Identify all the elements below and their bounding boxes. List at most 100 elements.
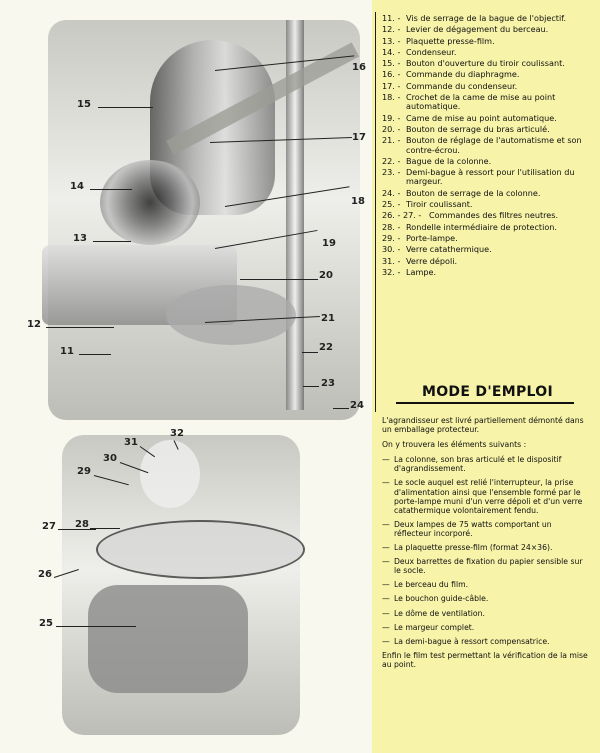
legend-label: Verre catathermique. (406, 244, 492, 255)
title-underline (396, 402, 574, 404)
legend-item: 16. - Commande du diaphragme. (382, 69, 588, 80)
legend-item: 23. - Demi-bague à ressort pour l'utilisa… (382, 168, 588, 187)
callout-32: 32 (170, 428, 184, 439)
legend-number: 23. - (382, 167, 401, 178)
legend-number: 14. - (382, 46, 401, 57)
bullet-item: —Le margeur complet. (382, 623, 588, 632)
legend-number: 28. - (382, 221, 401, 232)
base-assembly (88, 585, 248, 693)
bullet-item: —Deux barrettes de fixation du papier se… (382, 557, 588, 575)
text-panel (372, 0, 600, 753)
legend-label: Commande du diaphragme. (406, 69, 520, 80)
leader-20 (240, 279, 318, 280)
legend-number: 19. - (382, 112, 401, 123)
mode-emploi-title: MODE D'EMPLOI (422, 384, 553, 400)
bullet-item: —La colonne, son bras articulé et le dis… (382, 455, 588, 473)
callout-12: 12 (27, 319, 41, 330)
callout-22: 22 (319, 342, 333, 353)
callout-26: 26 (38, 569, 52, 580)
legend-label: Vis de serrage de la bague de l'objectif… (406, 13, 567, 23)
legend-label: Commandes des filtres neutres. (429, 210, 559, 221)
callout-17: 17 (352, 132, 366, 143)
legend-number: 24. - (382, 187, 401, 198)
bullet-text: Le bouchon guide-câble. (394, 594, 489, 604)
leader-27 (58, 529, 96, 530)
bullet-dash: — (382, 478, 390, 488)
bullet-item: —Le socle auquel est relié l'interrupteu… (382, 478, 588, 514)
leader-12 (46, 327, 114, 328)
callout-15: 15 (77, 99, 91, 110)
condenser-lens (100, 160, 200, 245)
leader-11 (79, 354, 111, 355)
legend-number: 29. - (382, 232, 401, 243)
legend-label: Bague de la colonne. (406, 155, 492, 166)
legend-item: 22. -Bague de la colonne. (382, 155, 588, 166)
leader-28 (90, 528, 120, 529)
legend-number: 26. - 27. - (382, 210, 422, 221)
callout-27: 27 (42, 521, 56, 532)
leader-24 (333, 408, 349, 409)
legend-label: Commande du condenseur. (406, 80, 518, 91)
legend-number: 30. - (382, 244, 401, 255)
legend-number: 12. - (382, 24, 401, 35)
callout-24: 24 (350, 400, 364, 411)
legend-number: 13. - (382, 35, 401, 46)
bullet-item: —La demi-bague à ressort compensatrice. (382, 637, 588, 646)
legend-number: 16. - (382, 69, 401, 80)
callout-13: 13 (73, 233, 87, 244)
parts-legend: 11. - Vis de serrage de la bague de l'obj… (382, 13, 588, 279)
bullet-text: Deux barrettes de fixation du papier sen… (394, 557, 583, 576)
legend-label: Demi-bague à ressort pour l'utilisation … (406, 167, 575, 187)
closing-paragraph: Enfin le film test permettant la vérific… (382, 650, 588, 669)
legend-label: Condenseur. (406, 46, 457, 57)
legend-number: 25. - (382, 199, 401, 210)
legend-label: Bouton d'ouverture du tiroir coulissant. (406, 58, 565, 69)
bullet-dash: — (382, 622, 390, 632)
legend-item: 30. - Verre catathermique. (382, 244, 588, 255)
legend-item: 24. - Bouton de serrage de la colonne. (382, 187, 588, 198)
bullet-dash: — (382, 636, 390, 646)
callout-23: 23 (321, 378, 335, 389)
leader-22 (302, 352, 318, 353)
callout-21: 21 (321, 313, 335, 324)
bullet-dash: — (382, 580, 390, 590)
bullet-item: —Deux lampes de 75 watts comportant un r… (382, 520, 588, 538)
legend-item: 14. - Condenseur. (382, 46, 588, 57)
legend-item: 32. -Lampe. (382, 267, 588, 277)
legend-number: 18. - (382, 92, 401, 103)
bullet-text: La colonne, son bras articulé et le disp… (394, 455, 562, 474)
legend-item: 28. -Rondelle intermédiaire de protectio… (382, 221, 588, 232)
lamp-housing-ring (96, 520, 305, 579)
bullet-item: —Le berceau du film. (382, 580, 588, 589)
legend-number: 15. - (382, 58, 401, 69)
legend-number: 11. - (382, 13, 401, 23)
legend-label: Bouton de réglage de l'automatisme et so… (406, 135, 582, 155)
callout-31: 31 (124, 437, 138, 448)
legend-label: Bouton de serrage de la colonne. (406, 187, 541, 198)
leader-13 (93, 241, 131, 242)
legend-item: 17. -Commande du condenseur. (382, 80, 588, 91)
callout-20: 20 (319, 270, 333, 281)
legend-label: Bouton de serrage du bras articulé. (406, 123, 550, 134)
callout-18: 18 (351, 196, 365, 207)
legend-item: 29. - Porte-lampe. (382, 232, 588, 243)
drawer-mechanism (166, 285, 296, 345)
callout-28: 28 (75, 519, 89, 530)
legend-item: 19. -Came de mise au point automatique. (382, 112, 588, 123)
legend-item: 21. - Bouton de réglage de l'automatisme … (382, 136, 588, 155)
callout-16: 16 (352, 62, 366, 73)
intro-paragraph-2: On y trouvera les éléments suivants : (382, 440, 527, 450)
legend-label: Levier de dégagement du berceau. (406, 24, 549, 35)
callout-14: 14 (70, 181, 84, 192)
callout-29: 29 (77, 466, 91, 477)
callout-25: 25 (39, 618, 53, 629)
legend-item: 20. -Bouton de serrage du bras articulé. (382, 123, 588, 134)
legend-label: Porte-lampe. (406, 232, 458, 243)
bullet-dash: — (382, 594, 390, 604)
bullet-dash: — (382, 519, 390, 529)
legend-number: 21. - (382, 135, 401, 146)
bullet-text: La plaquette presse-film (format 24×36). (394, 543, 553, 553)
lamp-bulb (140, 440, 200, 508)
legend-item: 31. -Verre dépoli. (382, 256, 588, 266)
